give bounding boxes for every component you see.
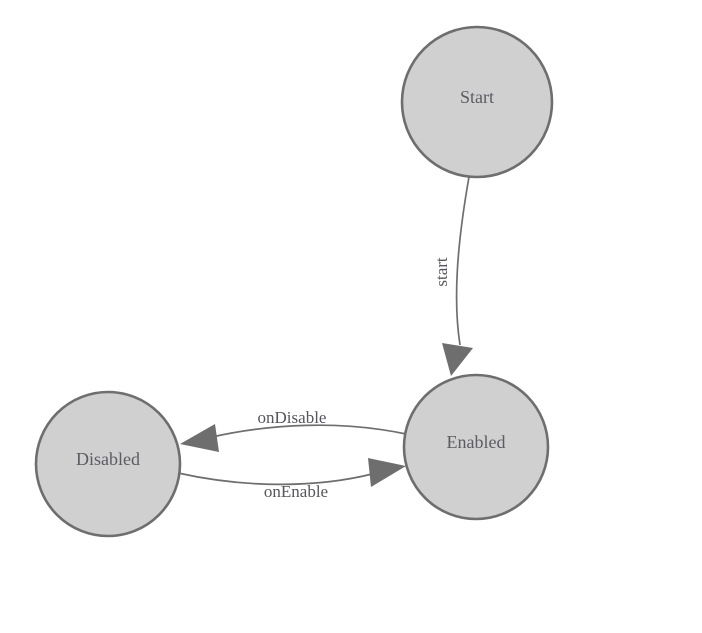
edge-start-to-enabled-path [455, 176, 470, 346]
edge-label-ondisable: onDisable [258, 408, 327, 427]
edge-disabled-to-enabled-arrowhead [368, 458, 406, 487]
node-disabled-circle [34, 390, 182, 538]
edge-disabled-to-enabled[interactable]: onEnable [177, 458, 406, 501]
node-enabled-label: Enabled [447, 432, 506, 452]
edge-start-to-enabled[interactable]: start [432, 176, 473, 376]
edge-enabled-to-disabled[interactable]: onDisable [180, 408, 407, 452]
node-start[interactable]: Start [400, 25, 554, 179]
node-disabled-label: Disabled [76, 449, 140, 469]
edge-disabled-to-enabled-path [177, 472, 373, 486]
edge-start-to-enabled-arrowhead [442, 343, 473, 376]
edge-label-onenable: onEnable [264, 482, 328, 501]
node-start-label: Start [460, 87, 494, 107]
node-disabled[interactable]: Disabled [34, 390, 182, 538]
node-enabled-circle [402, 373, 550, 521]
edge-label-start: start [432, 257, 451, 287]
node-enabled[interactable]: Enabled [402, 373, 550, 521]
edge-enabled-to-disabled-path [211, 424, 407, 438]
node-start-circle [400, 25, 554, 179]
edge-enabled-to-disabled-arrowhead [180, 424, 219, 452]
